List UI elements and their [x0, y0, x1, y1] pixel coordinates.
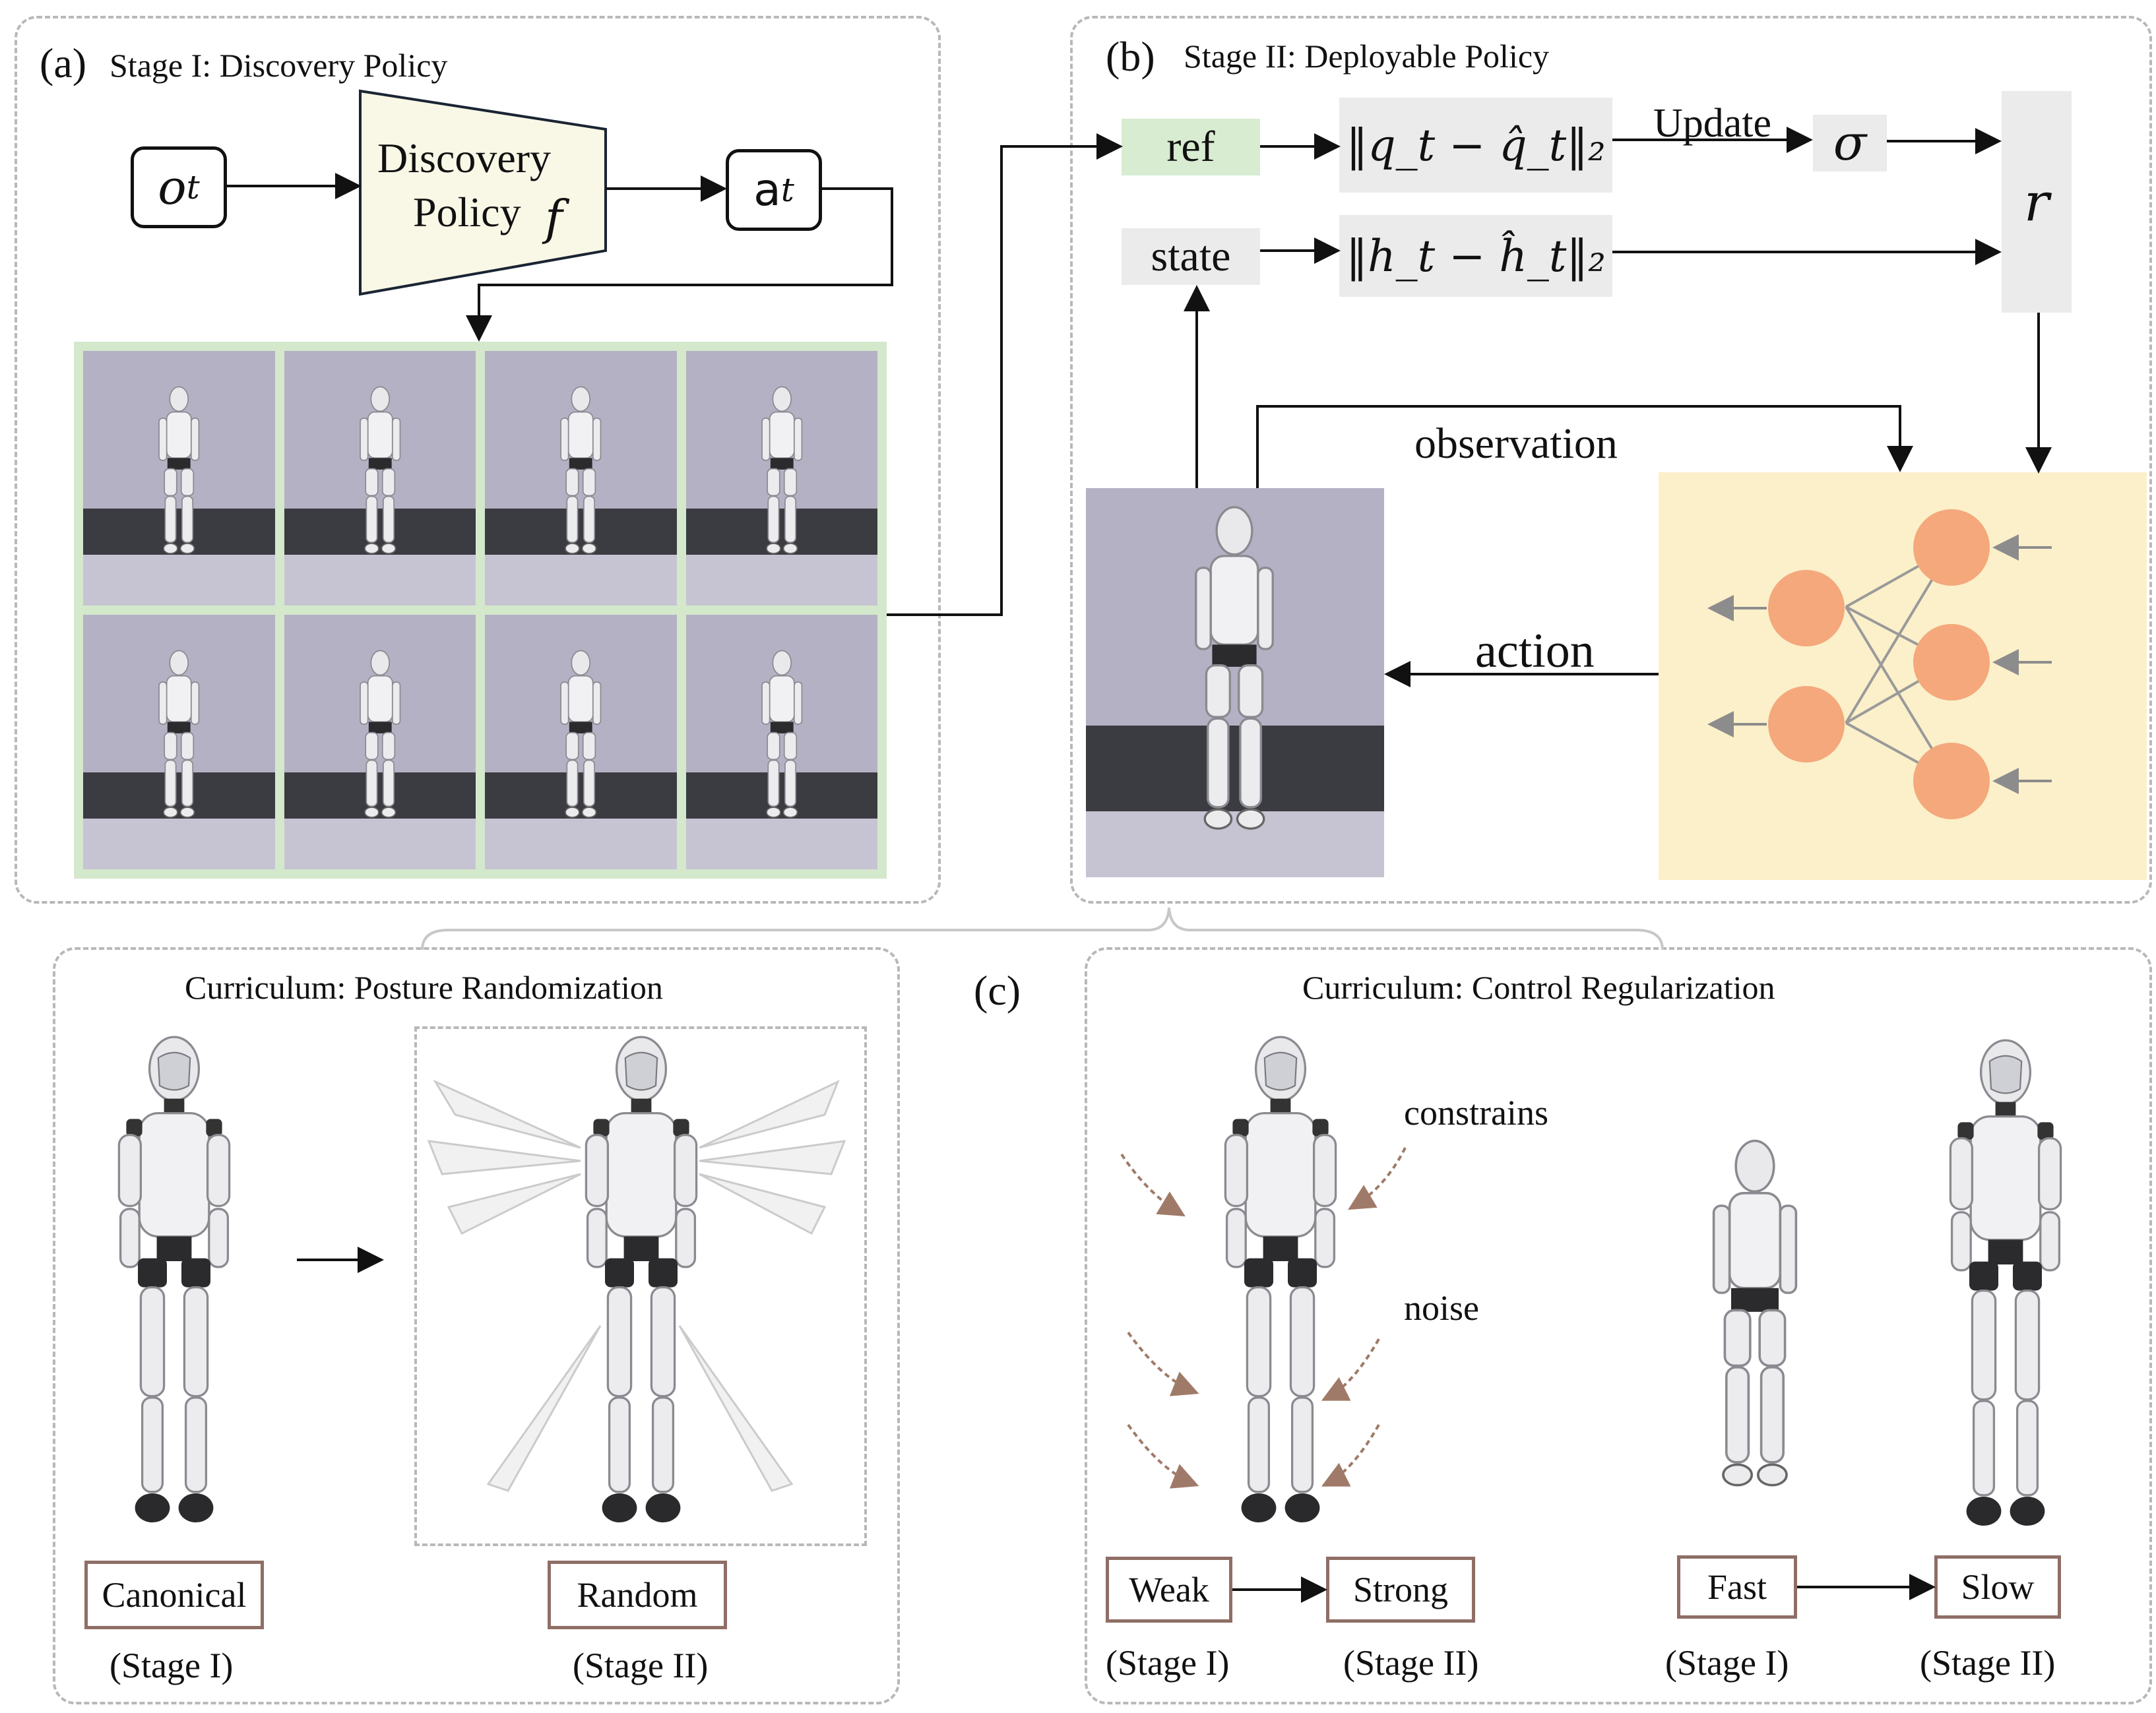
canonical-stage: (Stage I): [110, 1646, 234, 1685]
sim-tile-3: [485, 351, 677, 606]
reward-symbol: r: [2023, 171, 2050, 233]
obs-subscript: t: [186, 168, 200, 206]
arrow-action-sim: [466, 187, 893, 342]
slow-stage: (Stage II): [1920, 1643, 2056, 1683]
panel-c-right: [1085, 947, 2152, 1704]
obs-symbol: o: [158, 160, 187, 215]
strong-stage: (Stage II): [1343, 1643, 1479, 1683]
random-robot: [585, 1036, 698, 1524]
update-label: Update: [1653, 101, 1772, 146]
panel-c-label: (c): [974, 967, 1021, 1014]
action-symbol: a: [753, 164, 781, 216]
ref-box: ref: [1122, 119, 1260, 175]
panel-b-label: (b): [1106, 33, 1155, 80]
sim-tile-5: [83, 615, 275, 869]
constrains-label: constrains: [1404, 1093, 1548, 1133]
panel-b: [1070, 16, 2152, 904]
random-stage: (Stage II): [573, 1646, 709, 1685]
neuron-in-1: [1913, 509, 1990, 586]
slow-label: Slow: [1961, 1567, 2035, 1607]
panel-a-label: (a): [40, 40, 87, 86]
perturbation-arrows: [1120, 1147, 1407, 1489]
action-subscript: t: [780, 171, 794, 209]
network-io-arrows: [1707, 534, 2052, 794]
strong-box: Strong: [1326, 1557, 1475, 1623]
slow-standing-robot: [1949, 1039, 2062, 1527]
panel-connector: [421, 907, 1664, 950]
sim-tile-4: [685, 351, 877, 606]
strong-label: Strong: [1352, 1570, 1449, 1609]
fast-box: Fast: [1677, 1555, 1797, 1619]
action-label: action: [1475, 624, 1595, 678]
ref-norm: ‖q_t − q̂_t‖₂: [1346, 119, 1606, 171]
sim-tile-1: [83, 351, 275, 606]
fast-label: Fast: [1707, 1567, 1767, 1607]
weak-stage: (Stage I): [1106, 1643, 1230, 1683]
panel-b-title: Stage II: Deployable Policy: [1184, 38, 1550, 75]
canonical-label: Canonical: [102, 1575, 247, 1615]
state-norm-box: ‖h_t − ĥ_t‖₂: [1339, 215, 1612, 297]
arrow-observation: [1256, 405, 1913, 488]
sim-tile-7: [485, 615, 677, 869]
state-norm: ‖h_t − ĥ_t‖₂: [1346, 230, 1606, 282]
deploy-sim-image: [1086, 488, 1384, 877]
panel-a-title: Stage I: Discovery Policy: [110, 47, 448, 84]
ref-norm-box: ‖q_t − q̂_t‖₂: [1339, 98, 1612, 193]
sim-tile-2: [284, 351, 476, 606]
neuron-in-3: [1913, 743, 1990, 819]
control-robot: [1224, 1036, 1337, 1524]
reward-box: r: [2002, 91, 2072, 313]
sim-tile-6: [284, 615, 476, 869]
random-box: Random: [548, 1561, 727, 1629]
weak-box: Weak: [1106, 1557, 1232, 1623]
state-box: state: [1122, 228, 1260, 285]
observation-label: observation: [1414, 420, 1618, 468]
policy-symbol: f: [545, 190, 563, 245]
canonical-robot: [117, 1036, 231, 1524]
control-title: Curriculum: Control Regularization: [1302, 969, 1775, 1006]
state-label: state: [1151, 232, 1231, 280]
policy-line2: Policy: [413, 189, 521, 235]
ref-label: ref: [1166, 123, 1215, 171]
neuron-out-1: [1768, 570, 1845, 646]
sigma-box: σ: [1813, 115, 1887, 171]
policy-line1: Discovery: [377, 135, 552, 181]
fast-sitting-robot: [1714, 1141, 1796, 1485]
panel-c-left: [53, 947, 900, 1704]
random-label: Random: [577, 1575, 698, 1615]
neuron-in-2: [1913, 624, 1990, 701]
neuron-out-2: [1768, 686, 1845, 763]
posture-title: Curriculum: Posture Randomization: [185, 969, 663, 1006]
panel-a: [15, 16, 941, 904]
random-posture-frame: [414, 1026, 867, 1546]
slow-box: Slow: [1934, 1555, 2061, 1619]
noise-label: noise: [1404, 1288, 1479, 1328]
fast-stage: (Stage I): [1665, 1643, 1789, 1683]
policy-network: [1659, 472, 2147, 880]
arrow-sim-ref: [887, 133, 1123, 616]
canonical-box: Canonical: [84, 1561, 264, 1629]
random-posture-ghosts: [427, 1079, 846, 1492]
sigma-symbol: σ: [1833, 115, 1867, 171]
weak-label: Weak: [1129, 1570, 1209, 1609]
sim-tile-8: [685, 615, 877, 869]
